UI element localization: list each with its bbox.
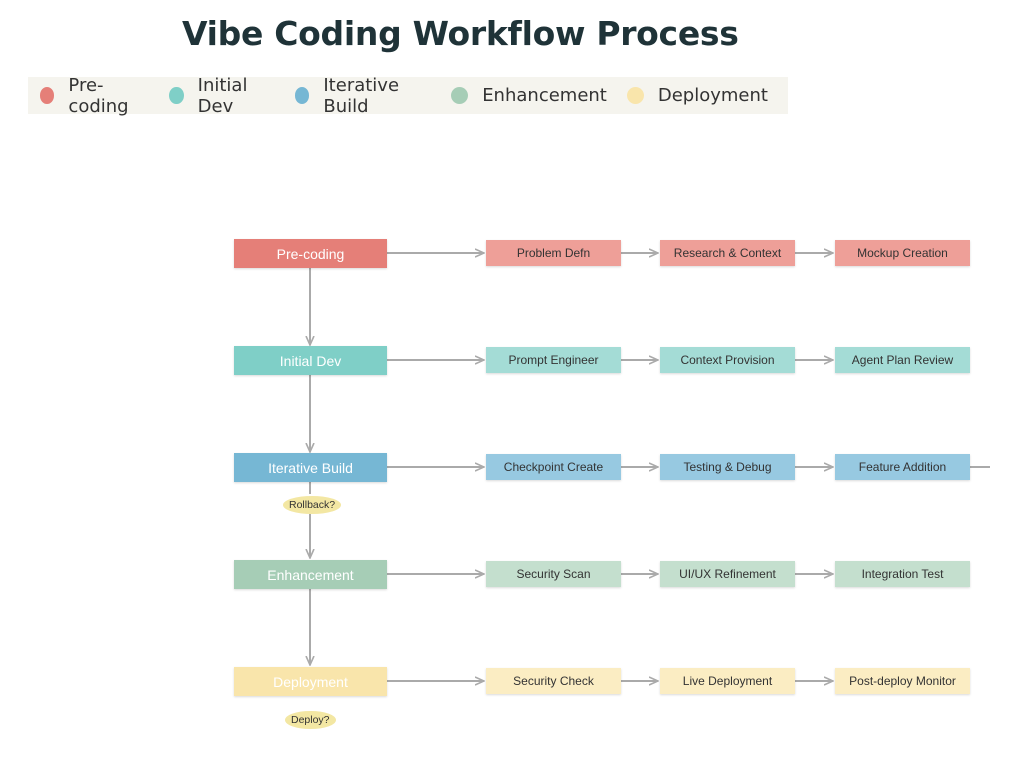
decision-rollback: Rollback? xyxy=(283,496,342,514)
step-uiux-refinement: UI/UX Refinement xyxy=(660,561,795,587)
legend-dot-enhancement xyxy=(451,87,469,104)
legend-dot-initial-dev xyxy=(169,87,184,104)
step-agent-plan-review: Agent Plan Review xyxy=(835,347,970,373)
step-prompt-engineer: Prompt Engineer xyxy=(486,347,621,373)
legend-item-deployment: Deployment xyxy=(626,85,768,106)
step-mockup-creation: Mockup Creation xyxy=(835,240,970,266)
phase-iterative-build: Iterative Build xyxy=(234,453,387,482)
legend-label: Deployment xyxy=(657,85,768,106)
legend-dot-precoding xyxy=(40,87,55,104)
phase-initial-dev: Initial Dev xyxy=(234,346,387,375)
page-title: Vibe Coding Workflow Process xyxy=(182,14,739,53)
phase-deployment: Deployment xyxy=(234,667,387,696)
step-problem-defn: Problem Defn xyxy=(486,240,621,266)
step-context-provision: Context Provision xyxy=(660,347,795,373)
step-post-deploy-monitor: Post-deploy Monitor xyxy=(835,668,970,694)
step-checkpoint-create: Checkpoint Create xyxy=(486,454,621,480)
legend-label: Enhancement xyxy=(482,85,607,106)
step-security-check: Security Check xyxy=(486,668,621,694)
legend-dot-deployment xyxy=(626,87,644,104)
legend: Pre-coding Initial Dev Iterative Build E… xyxy=(28,74,788,117)
legend-label: Pre-coding xyxy=(68,74,129,117)
legend-item-initial-dev: Initial Dev xyxy=(169,75,275,117)
step-integration-test: Integration Test xyxy=(835,561,970,587)
step-live-deployment: Live Deployment xyxy=(660,668,795,694)
legend-label: Iterative Build xyxy=(323,74,400,117)
decision-deploy: Deploy? xyxy=(285,711,336,729)
legend-label: Initial Dev xyxy=(197,74,248,117)
step-security-scan: Security Scan xyxy=(486,561,621,587)
legend-item-precoding: Pre-coding xyxy=(40,75,149,117)
legend-dot-iterative-build xyxy=(294,87,310,104)
phase-precoding: Pre-coding xyxy=(234,239,387,268)
legend-item-iterative-build: Iterative Build xyxy=(294,74,431,117)
step-testing-debug: Testing & Debug xyxy=(660,454,795,480)
step-research-context: Research & Context xyxy=(660,240,795,266)
legend-item-enhancement: Enhancement xyxy=(451,85,607,106)
phase-enhancement: Enhancement xyxy=(234,560,387,589)
step-feature-addition: Feature Addition xyxy=(835,454,970,480)
